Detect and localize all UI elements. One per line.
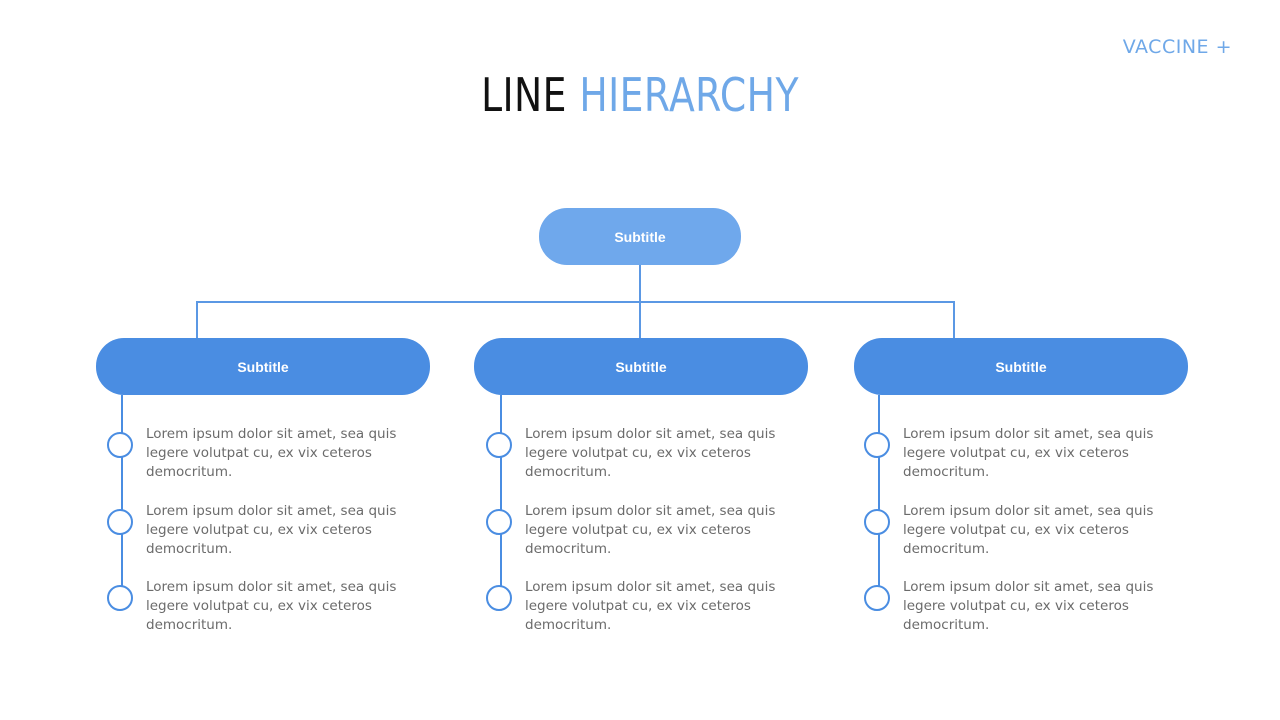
list-item-text: Lorem ipsum dolor sit amet, sea quis leg… [146, 579, 397, 633]
bullet-circle-icon [864, 585, 890, 611]
list-item: Lorem ipsum dolor sit amet, sea quis leg… [485, 402, 825, 480]
timeline-line [878, 395, 880, 591]
list-item: Lorem ipsum dolor sit amet, sea quis leg… [863, 555, 1203, 633]
child-node-3[interactable]: Subtitle [854, 338, 1188, 395]
child-node-2[interactable]: Subtitle [474, 338, 808, 395]
list-item: Lorem ipsum dolor sit amet, sea quis leg… [106, 402, 446, 480]
list-item-text: Lorem ipsum dolor sit amet, sea quis leg… [525, 579, 776, 633]
child-node-1[interactable]: Subtitle [96, 338, 430, 395]
root-node[interactable]: Subtitle [539, 208, 741, 265]
root-node-label: Subtitle [614, 228, 666, 245]
bullet-circle-icon [486, 509, 512, 535]
list-item-text: Lorem ipsum dolor sit amet, sea quis leg… [903, 426, 1154, 480]
bullet-circle-icon [107, 432, 133, 458]
title-part-dark: LINE [481, 68, 567, 122]
list-item: Lorem ipsum dolor sit amet, sea quis leg… [863, 402, 1203, 480]
child-node-label: Subtitle [995, 358, 1047, 375]
timeline-line [121, 395, 123, 591]
page-title: LINE HIERARCHY [115, 70, 1165, 121]
list-item-text: Lorem ipsum dolor sit amet, sea quis leg… [146, 503, 397, 557]
list-item: Lorem ipsum dolor sit amet, sea quis leg… [106, 555, 446, 633]
list-item: Lorem ipsum dolor sit amet, sea quis leg… [485, 479, 825, 557]
child-node-label: Subtitle [615, 358, 667, 375]
bullet-circle-icon [486, 585, 512, 611]
bullet-circle-icon [107, 509, 133, 535]
bullet-circle-icon [486, 432, 512, 458]
bullet-circle-icon [864, 432, 890, 458]
column-1-list: Lorem ipsum dolor sit amet, sea quis leg… [106, 395, 446, 633]
list-item-text: Lorem ipsum dolor sit amet, sea quis leg… [903, 579, 1154, 633]
column-3-list: Lorem ipsum dolor sit amet, sea quis leg… [863, 395, 1203, 633]
list-item-text: Lorem ipsum dolor sit amet, sea quis leg… [146, 426, 397, 480]
bullet-circle-icon [107, 585, 133, 611]
list-item-text: Lorem ipsum dolor sit amet, sea quis leg… [525, 503, 776, 557]
bullet-circle-icon [864, 509, 890, 535]
brand-logo-text: VACCINE + [1122, 36, 1232, 58]
list-item: Lorem ipsum dolor sit amet, sea quis leg… [106, 479, 446, 557]
child-node-label: Subtitle [237, 358, 289, 375]
list-item-text: Lorem ipsum dolor sit amet, sea quis leg… [903, 503, 1154, 557]
list-item: Lorem ipsum dolor sit amet, sea quis leg… [485, 555, 825, 633]
list-item-text: Lorem ipsum dolor sit amet, sea quis leg… [525, 426, 776, 480]
title-part-accent: HIERARCHY [579, 68, 799, 122]
list-item: Lorem ipsum dolor sit amet, sea quis leg… [863, 479, 1203, 557]
column-2-list: Lorem ipsum dolor sit amet, sea quis leg… [485, 395, 825, 633]
timeline-line [500, 395, 502, 591]
